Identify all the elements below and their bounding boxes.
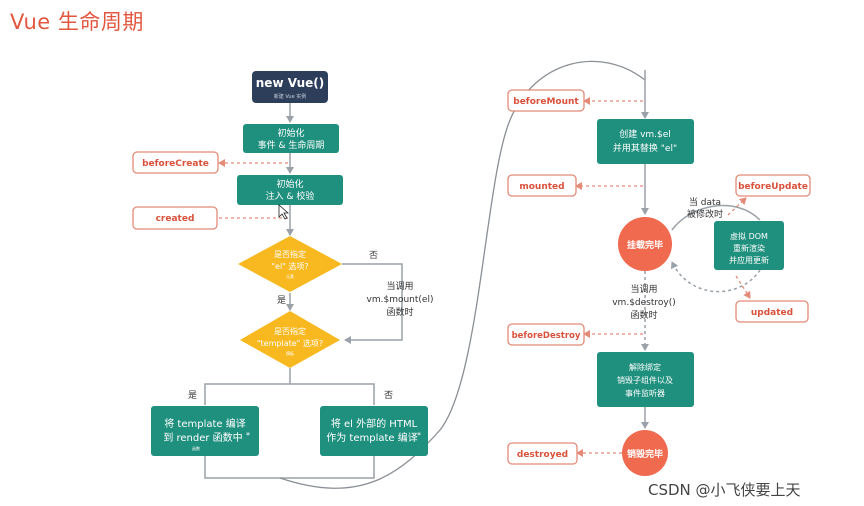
hook-destroyed-label: destroyed: [517, 450, 568, 460]
branch-yes-el: 是: [277, 295, 286, 306]
call-mount-line3: 函数时: [386, 306, 413, 318]
has-el-sub: 元素: [286, 273, 294, 279]
connectors-right: [641, 70, 761, 429]
hook-before-update: beforeUpdate: [735, 174, 811, 197]
init-inject-node: 初始化 注入 & 校验: [237, 175, 343, 205]
create-el-line2: 并用其替换 "el": [613, 142, 677, 154]
branch-yes-template: 是: [188, 390, 197, 401]
has-el-decision: 是否指定 "el" 选项? 元素: [238, 236, 342, 292]
compile-template-line1: 将 template 编译: [164, 417, 246, 430]
call-mount-line2: vm.$mount(el): [367, 295, 434, 305]
hook-before-destroy: beforeDestroy: [507, 323, 585, 346]
hook-before-update-label: beforeUpdate: [738, 182, 808, 192]
has-template-sub: 模板: [286, 350, 294, 356]
vdom-line1: 虚拟 DOM: [730, 231, 768, 241]
vdom-line3: 并应用更新: [729, 255, 769, 265]
call-destroy-line3: 函数时: [630, 309, 657, 321]
hook-created: created: [132, 206, 218, 230]
has-template-line1: 是否指定: [274, 326, 306, 336]
call-destroy-line2: vm.$destroy(): [612, 298, 676, 308]
page-title: Vue 生命周期: [10, 10, 144, 34]
mounted-state-label: 挂载完毕: [627, 239, 663, 251]
compile-html-star: *: [417, 431, 421, 440]
hook-updated: updated: [735, 300, 809, 323]
branch-no-el: 否: [369, 250, 378, 261]
create-el-line1: 创建 vm.$el: [619, 128, 671, 140]
create-el-node: 创建 vm.$el 并用其替换 "el": [597, 119, 694, 164]
init-inject-line2: 注入 & 校验: [266, 190, 315, 202]
vdom-line2: 重新渲染: [733, 243, 765, 253]
compile-template-sub: 函数: [192, 445, 200, 451]
hook-pointers-right: [575, 97, 751, 457]
hook-before-mount: beforeMount: [507, 89, 585, 112]
new-vue-node: new Vue() 新建 Vue 实例: [252, 71, 328, 103]
watermark: CSDN @小飞侠要上天: [648, 481, 801, 499]
hook-before-mount-label: beforeMount: [513, 97, 579, 107]
teardown-line3: 事件监听器: [625, 388, 665, 398]
has-el-line1: 是否指定: [274, 249, 306, 259]
compile-html-line2: 作为 template 编译: [326, 431, 418, 444]
new-vue-label: new Vue(): [256, 76, 324, 90]
init-inject-line1: 初始化: [276, 178, 303, 190]
init-events-line1: 初始化: [277, 127, 304, 139]
has-template-line2: "template" 选项?: [257, 338, 323, 348]
teardown-line2: 销毁子组件以及: [617, 375, 673, 385]
compile-html-line1: 将 el 外部的 HTML: [331, 417, 418, 430]
hook-mounted: mounted: [507, 174, 577, 197]
hook-before-destroy-label: beforeDestroy: [512, 331, 581, 341]
compile-template-node: 将 template 编译 到 render 函数中 * 函数: [151, 406, 259, 456]
mouse-cursor-icon: [278, 204, 290, 220]
mounted-state-node: 挂载完毕: [618, 217, 672, 271]
call-destroy-line1: 当调用: [630, 283, 657, 295]
hook-destroyed: destroyed: [507, 442, 578, 465]
call-mount-line1: 当调用: [386, 280, 413, 292]
compile-template-star: *: [246, 431, 250, 440]
hook-before-create: beforeCreate: [132, 151, 219, 174]
mount-transition-curve: [279, 60, 646, 489]
has-el-line2: "el" 选项?: [271, 261, 308, 271]
destroyed-state-label: 销毁完毕: [627, 448, 663, 460]
init-events-line2: 事件 & 生命周期: [258, 139, 325, 151]
hook-created-label: created: [156, 214, 195, 224]
hook-before-create-label: beforeCreate: [142, 159, 209, 169]
init-events-node: 初始化 事件 & 生命周期: [243, 124, 339, 153]
hook-updated-label: updated: [751, 308, 793, 318]
data-change-line1: 当 data: [689, 196, 721, 208]
hook-pointers-left: [205, 159, 288, 222]
connectors-left: [204, 103, 403, 479]
has-template-decision: 是否指定 "template" 选项? 模板: [240, 311, 340, 368]
branch-no-template: 否: [384, 390, 393, 401]
data-change-line2: 被修改时: [687, 208, 723, 220]
teardown-line1: 解除绑定: [629, 362, 661, 372]
teardown-node: 解除绑定 销毁子组件以及 事件监听器: [597, 352, 694, 407]
hook-mounted-label: mounted: [519, 182, 564, 192]
compile-html-node: 将 el 外部的 HTML 作为 template 编译 *: [320, 406, 428, 456]
destroyed-state-node: 销毁完毕: [622, 430, 668, 476]
vdom-node: 虚拟 DOM 重新渲染 并应用更新: [714, 221, 784, 270]
new-vue-sublabel: 新建 Vue 实例: [274, 93, 307, 100]
compile-template-line2: 到 render 函数中: [163, 431, 242, 444]
